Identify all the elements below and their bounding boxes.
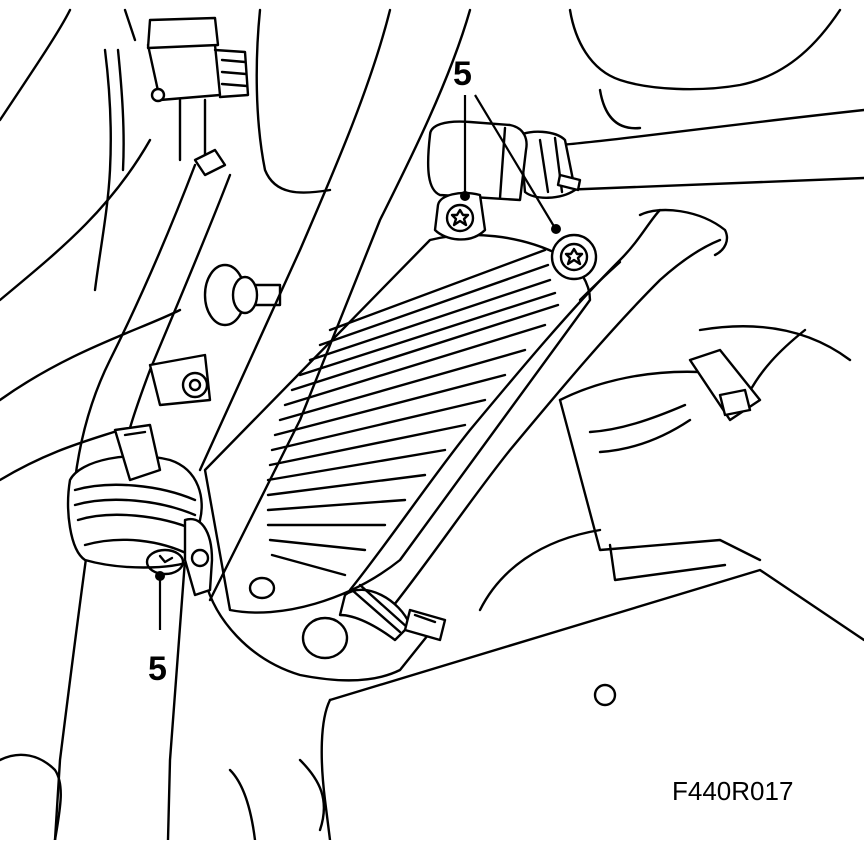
cooler-bolt-upper-left	[433, 191, 487, 241]
cooler-bolt-upper-right	[550, 233, 598, 281]
temperature-sensor-housing	[426, 120, 528, 202]
upper-connector-plug	[146, 16, 250, 177]
hose-clamp-lower	[338, 583, 447, 642]
callout-label-top: 5	[453, 55, 472, 93]
callout-leaders	[158, 94, 556, 630]
oil-cooler	[203, 233, 592, 614]
bracket-bolt	[148, 353, 212, 407]
background-body-panels	[0, 8, 852, 842]
figure-id: F440R017	[672, 776, 793, 806]
coolant-hose-top	[518, 108, 864, 199]
support-bar	[198, 8, 472, 602]
coolant-hose-diagonal	[348, 208, 729, 612]
hose-clamp-bolt-lower	[145, 517, 214, 597]
callout-label-bottom: 5	[148, 650, 167, 688]
cooler-mounting-plate	[203, 576, 442, 682]
mounting-bolt-left	[203, 263, 282, 327]
sensor-connector-right	[588, 348, 762, 454]
callout-leader-dots	[155, 191, 561, 581]
right-lower-panel	[320, 528, 864, 842]
